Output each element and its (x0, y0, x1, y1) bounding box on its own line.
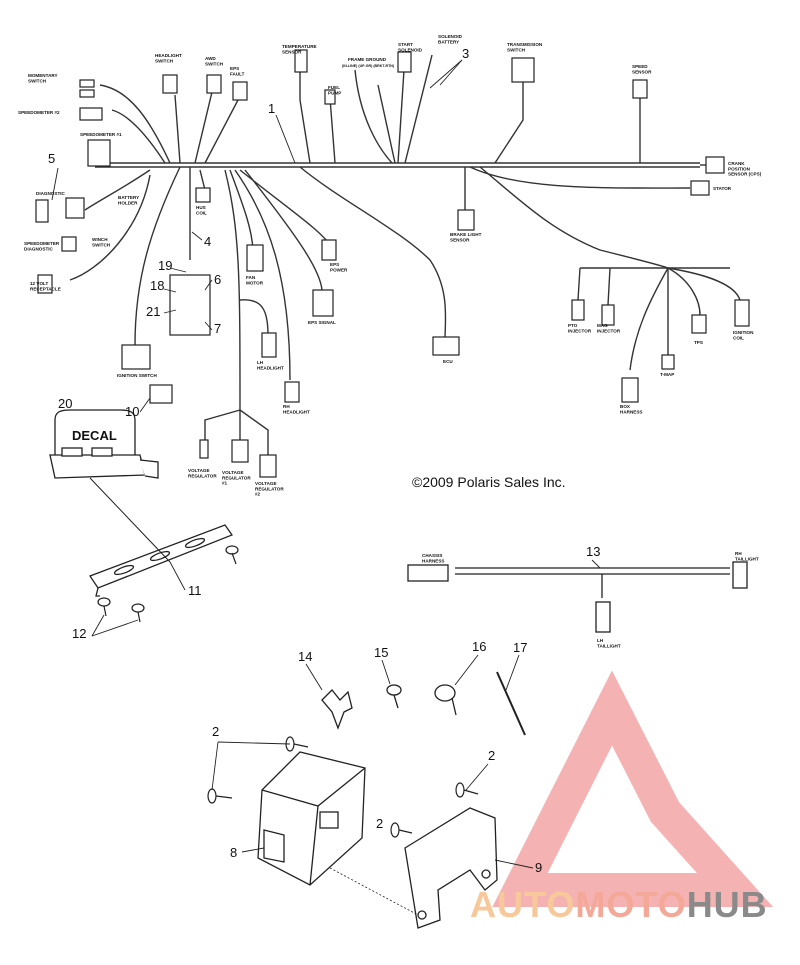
decal-text: DECAL (72, 428, 117, 443)
callout-5: 5 (48, 151, 55, 166)
watermark-text: AUTOMOTOHUB (470, 884, 795, 926)
callout-14: 14 (298, 649, 312, 664)
label-eps-signal: EPS SIGNAL (308, 320, 336, 325)
label-tmap: T-MAP (660, 372, 674, 377)
push-pins (97, 545, 239, 623)
callout-2-c: 2 (376, 816, 383, 831)
label-speedometer-1: SPEEDOMETER #1 (80, 132, 122, 137)
label-tps: TPS (694, 340, 703, 345)
callout-20: 20 (58, 396, 72, 411)
label-speedometer-2: SPEEDOMETER #2 (18, 110, 60, 115)
main-harness (69, 54, 741, 455)
label-diagnostic: DIAGNOSTIC (36, 191, 66, 196)
copyright-notice: ©2009 Polaris Sales Inc. (412, 474, 566, 490)
watermark-part-hub: HUB (686, 884, 768, 925)
callout-15: 15 (374, 645, 388, 660)
callout-18: 18 (150, 278, 164, 293)
watermark-part-auto: AUTO (470, 884, 576, 925)
label-frame-ground: FRAME GROUND (348, 57, 387, 62)
callout-numbers: 1 2 2 2 3 4 5 6 7 8 9 10 11 12 13 14 15 … (48, 46, 600, 875)
label-frame-ground-sub: (IN-LINE) (UP-GR) (BRKT-RTN) (342, 64, 395, 68)
electronic-box (257, 751, 366, 886)
decal-housing (49, 409, 159, 479)
mounting-bracket (404, 807, 498, 929)
callout-1: 1 (268, 101, 275, 116)
small-parts (321, 671, 526, 736)
watermark-logo (492, 670, 774, 907)
callout-16: 16 (472, 639, 486, 654)
label-stator: STATOR (713, 186, 732, 191)
callout-leaders (51, 59, 601, 869)
label-ecu: ECU (443, 359, 453, 364)
callout-13: 13 (586, 544, 600, 559)
dashed-leader (329, 867, 419, 916)
callout-10: 10 (125, 404, 139, 419)
taillight-harness (407, 561, 748, 633)
callout-11: 11 (188, 583, 202, 598)
callout-7: 7 (214, 321, 221, 336)
callout-8: 8 (230, 845, 237, 860)
callout-12: 12 (72, 626, 86, 641)
callout-9: 9 (535, 860, 542, 875)
connectors (35, 49, 750, 478)
watermark-part-moto: MOTO (575, 884, 687, 925)
callout-19: 19 (158, 258, 172, 273)
label-ignition-switch: IGNITION SWITCH (117, 373, 157, 378)
callout-2-a: 2 (212, 724, 219, 739)
mounting-plate (89, 524, 234, 597)
callout-21: 21 (146, 304, 160, 319)
callout-3: 3 (462, 46, 469, 61)
callout-4: 4 (204, 234, 211, 249)
callout-2-b: 2 (488, 748, 495, 763)
callout-17: 17 (513, 640, 527, 655)
decal-leader (89, 477, 171, 563)
callout-6: 6 (214, 272, 221, 287)
